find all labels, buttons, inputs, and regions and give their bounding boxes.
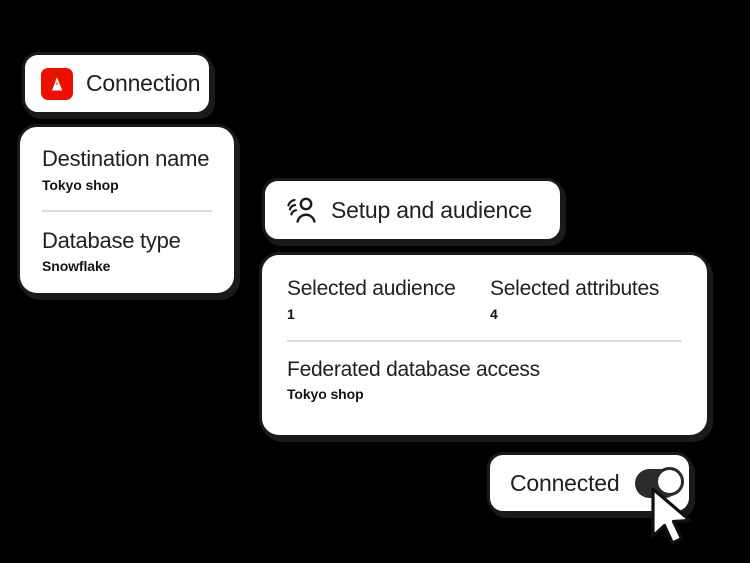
selected-attributes-stat: Selected attributes 4 [490,277,659,322]
selected-audience-label: Selected audience [287,277,456,300]
database-type-value: Snowflake [42,258,111,275]
selected-audience-stat: Selected audience 1 [287,277,490,322]
setup-and-audience-card[interactable]: Setup and audience [262,178,563,242]
stats-row: Selected audience 1 Selected attributes … [287,277,682,322]
selected-attributes-value: 4 [490,305,498,322]
adobe-logo-icon [41,67,73,100]
database-type-label: Database type [42,227,181,253]
destination-card: Destination name Tokyo shop Database typ… [17,124,237,296]
federated-database-access-label: Federated database access [287,357,540,381]
federated-database-access-value: Tokyo shop [287,386,364,403]
connection-toggle[interactable] [635,466,684,498]
toggle-knob [655,466,684,496]
setup-card-title: Setup and audience [331,196,533,223]
connection-card[interactable]: Connection [22,52,212,115]
destination-card-divider [42,209,212,212]
database-type-field: Database type Snowflake [42,227,212,275]
audience-details-card: Selected audience 1 Selected attributes … [259,252,710,438]
destination-name-label: Destination name [42,146,210,171]
selected-audience-value: 1 [287,305,295,322]
connected-card[interactable]: Connected [487,452,692,514]
federated-database-access-field: Federated database access Tokyo shop [287,358,682,403]
destination-name-value: Tokyo shop [42,176,119,193]
audience-icon [285,195,317,225]
connected-label: Connected [510,469,620,496]
destination-name-field: Destination name Tokyo shop [42,146,212,193]
details-card-divider [287,339,682,342]
connection-card-title: Connection [86,70,201,96]
selected-attributes-label: Selected attributes [490,277,660,300]
